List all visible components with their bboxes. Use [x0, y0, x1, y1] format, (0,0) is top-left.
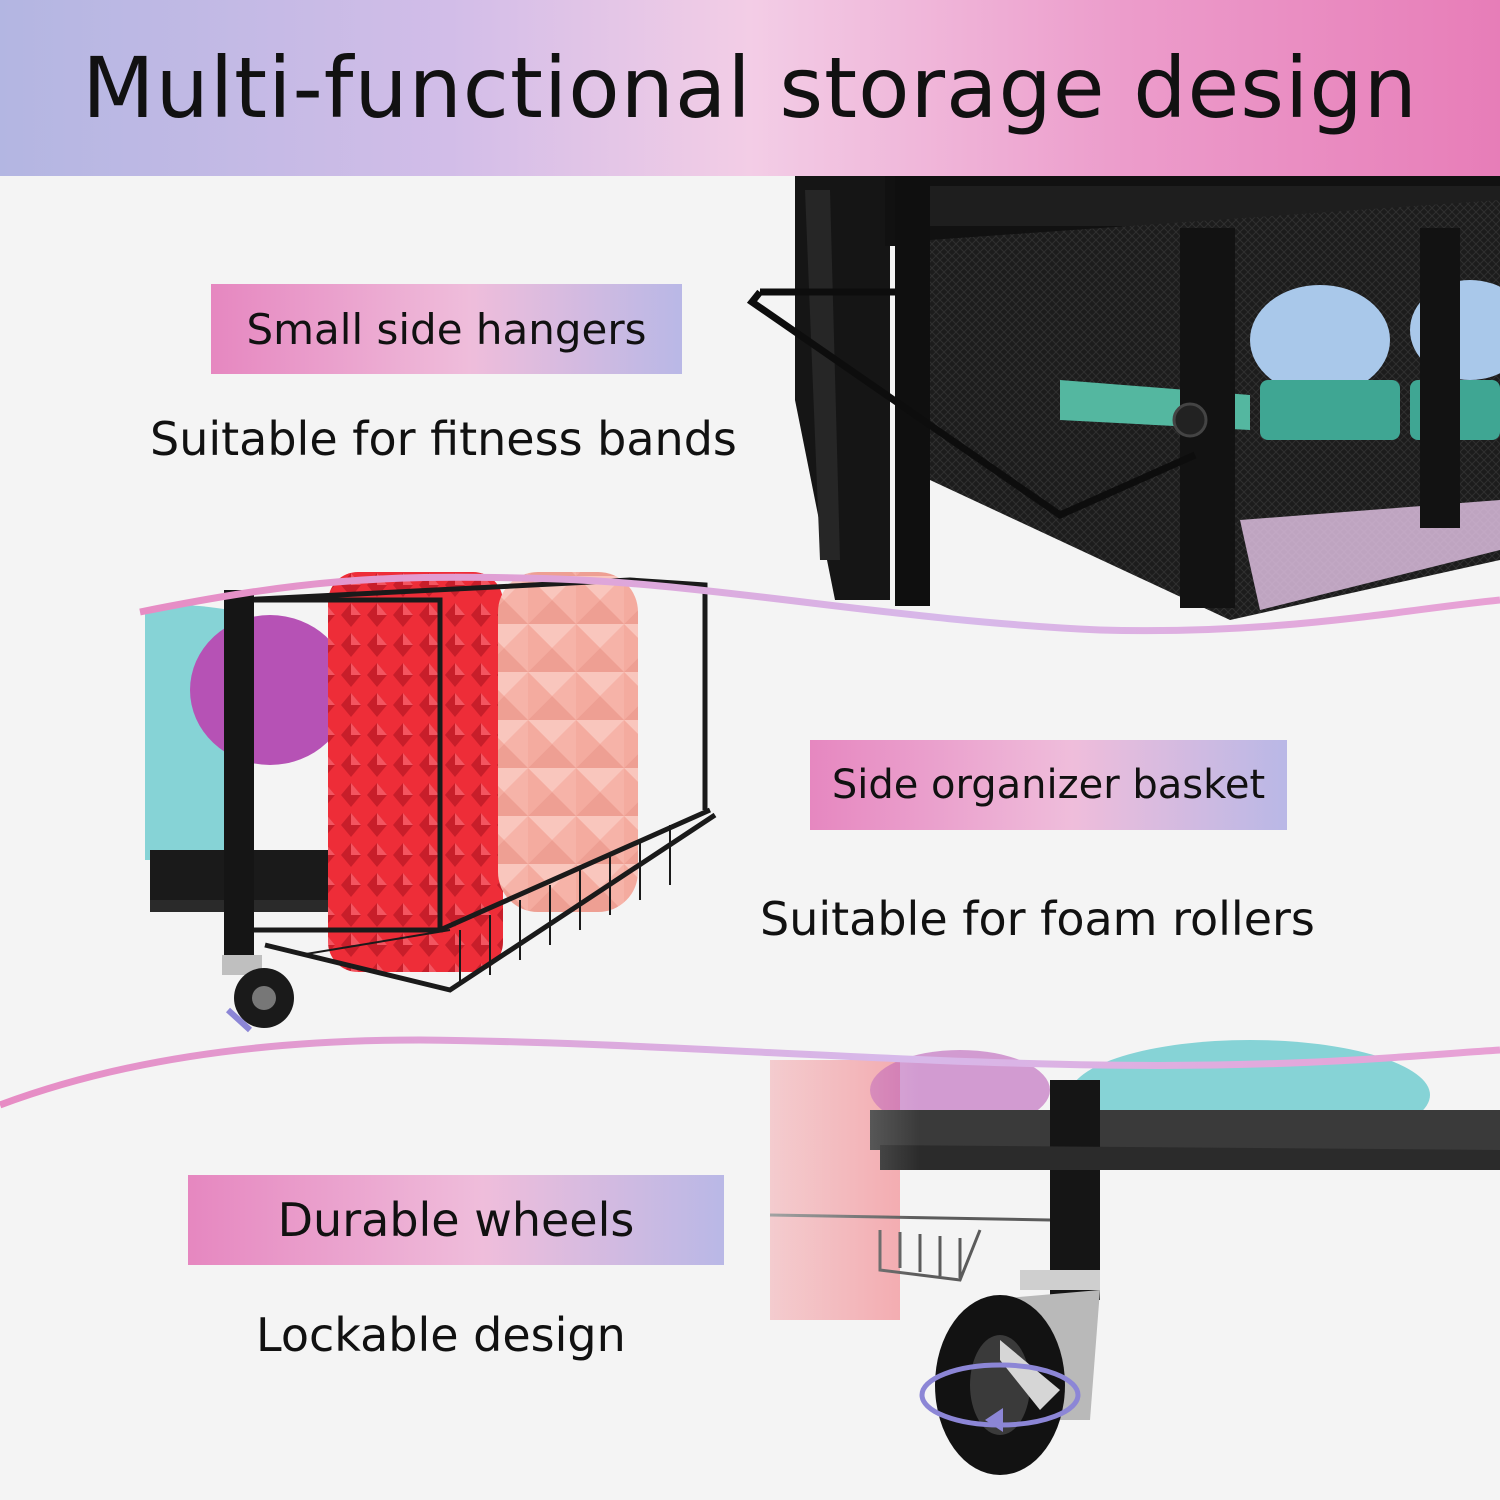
feature-label-durable-wheels: Durable wheels	[188, 1175, 724, 1265]
feature-label-side-hangers: Small side hangers	[211, 284, 682, 374]
feature-caption-lockable: Lockable design	[256, 1308, 626, 1362]
header-banner: Multi-functional storage design	[0, 0, 1500, 176]
divider-wave	[139, 573, 1500, 635]
feature-label-organizer-basket: Side organizer basket	[810, 740, 1287, 830]
feature-caption-fitness-bands: Suitable for fitness bands	[150, 412, 737, 466]
product-illustration	[0, 176, 1500, 1500]
rotate-arrow-icon	[919, 1362, 1081, 1432]
page-title: Multi-functional storage design	[82, 39, 1418, 137]
feature-caption-foam-rollers: Suitable for foam rollers	[760, 892, 1315, 946]
basket-photo	[145, 572, 717, 1033]
divider-wave	[0, 1036, 1500, 1109]
cart-top-photo	[746, 176, 1500, 620]
photo-fade	[600, 1040, 920, 1500]
